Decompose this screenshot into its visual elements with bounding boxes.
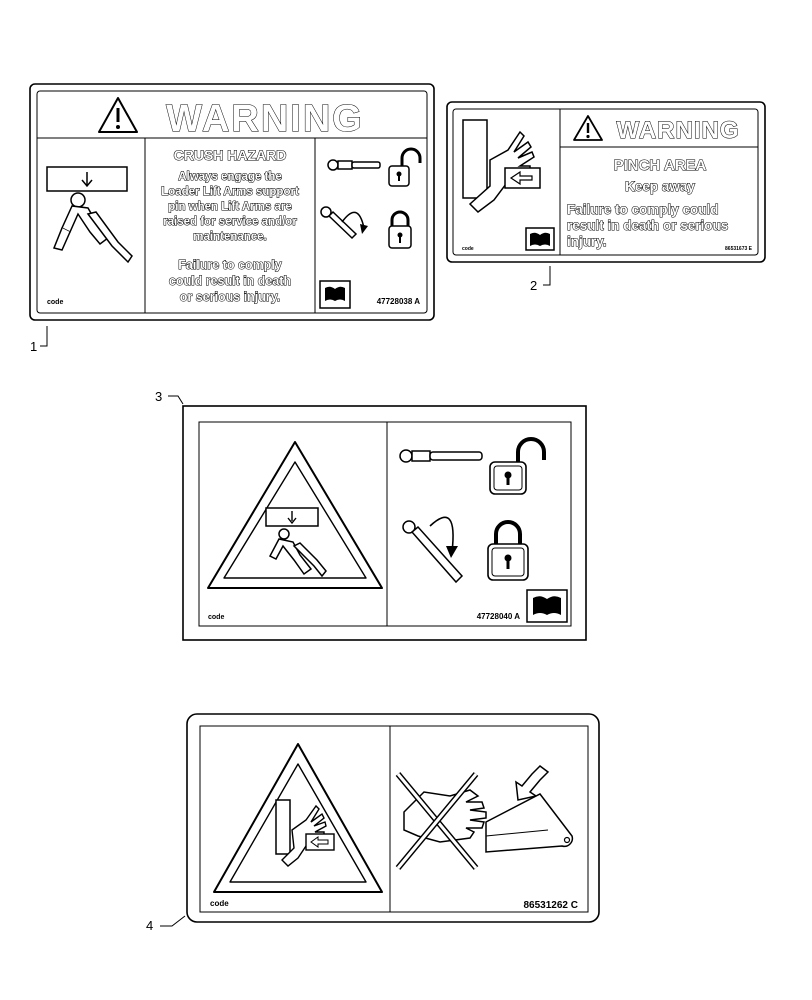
decal-3: code 47728040 A 3 [155, 389, 587, 641]
no-hand-icon [395, 772, 487, 870]
pinch-point-arrow-icon [485, 765, 574, 853]
consequence-line: result in death or serious [567, 218, 728, 233]
decal-1-hazard-title: CRUSH HAZARD [174, 147, 287, 163]
decal-4-code-label: code [210, 899, 229, 908]
pinch-hazard-icon [462, 119, 541, 213]
callout-3: 3 [155, 389, 162, 404]
padlock-closed-icon [388, 210, 412, 249]
padlock-closed-icon [487, 520, 529, 581]
decal-2-consequence: Failure to comply could result in death … [567, 202, 729, 250]
instruction-line: maintenance. [193, 231, 267, 243]
consequence-line: injury. [567, 234, 607, 249]
decal-3-part-number: 47728040 A [477, 612, 521, 621]
callout-2: 2 [530, 278, 537, 293]
warning-triangle-icon [98, 97, 138, 133]
instruction-line: pin when Lift Arms are [168, 201, 292, 213]
pin-engaged-icon [402, 516, 464, 584]
instruction-line: Loader Lift Arms support [161, 186, 299, 198]
instruction-line: Always engage the [178, 171, 282, 183]
decal-2-keep-away: Keep away [625, 179, 695, 194]
crush-hazard-icon [46, 166, 133, 264]
pin-engaged-icon [320, 206, 368, 240]
decal-2-code-label: code [462, 246, 474, 252]
padlock-open-icon [388, 147, 422, 187]
consequence-line: could result in death [169, 274, 291, 288]
instruction-line: raised for service and/or [163, 216, 297, 228]
decal-1: WARNING CRUSH HAZARD Always engage the L… [29, 83, 435, 354]
callout-1: 1 [30, 339, 37, 354]
manual-book-icon [525, 227, 555, 251]
pin-unlocked-icon [327, 159, 381, 171]
decal-2-part-number: 86531673 E [725, 246, 753, 252]
manual-book-icon [319, 280, 351, 309]
callout-4: 4 [146, 918, 153, 933]
decal-2: WARNING PINCH AREA Keep away Failure to … [446, 101, 766, 293]
decal-4: code 86531262 C 4 [146, 713, 600, 933]
pinch-hazard-triangle-icon [213, 743, 383, 893]
manual-book-icon [526, 589, 568, 623]
decal-1-part-number: 47728038 A [377, 297, 421, 306]
decal-1-instructions: Always engage the Loader Lift Arms suppo… [161, 171, 300, 244]
warning-triangle-icon [573, 115, 603, 141]
crush-hazard-triangle-icon [207, 441, 383, 589]
padlock-open-icon [489, 437, 546, 495]
decal-3-code-label: code [208, 614, 224, 621]
decal-1-header: WARNING [166, 98, 364, 140]
consequence-line: or serious injury. [180, 290, 281, 304]
consequence-line: Failure to comply [178, 258, 282, 272]
decal-1-code-label: code [47, 299, 63, 306]
decal-1-consequence: Failure to comply could result in death … [168, 258, 291, 305]
decal-2-hazard-title: PINCH AREA [614, 157, 707, 174]
decal-4-part-number: 86531262 C [524, 900, 579, 911]
consequence-line: Failure to comply could [567, 202, 719, 217]
decal-2-header: WARNING [617, 117, 740, 144]
pin-unlocked-icon [399, 449, 483, 463]
